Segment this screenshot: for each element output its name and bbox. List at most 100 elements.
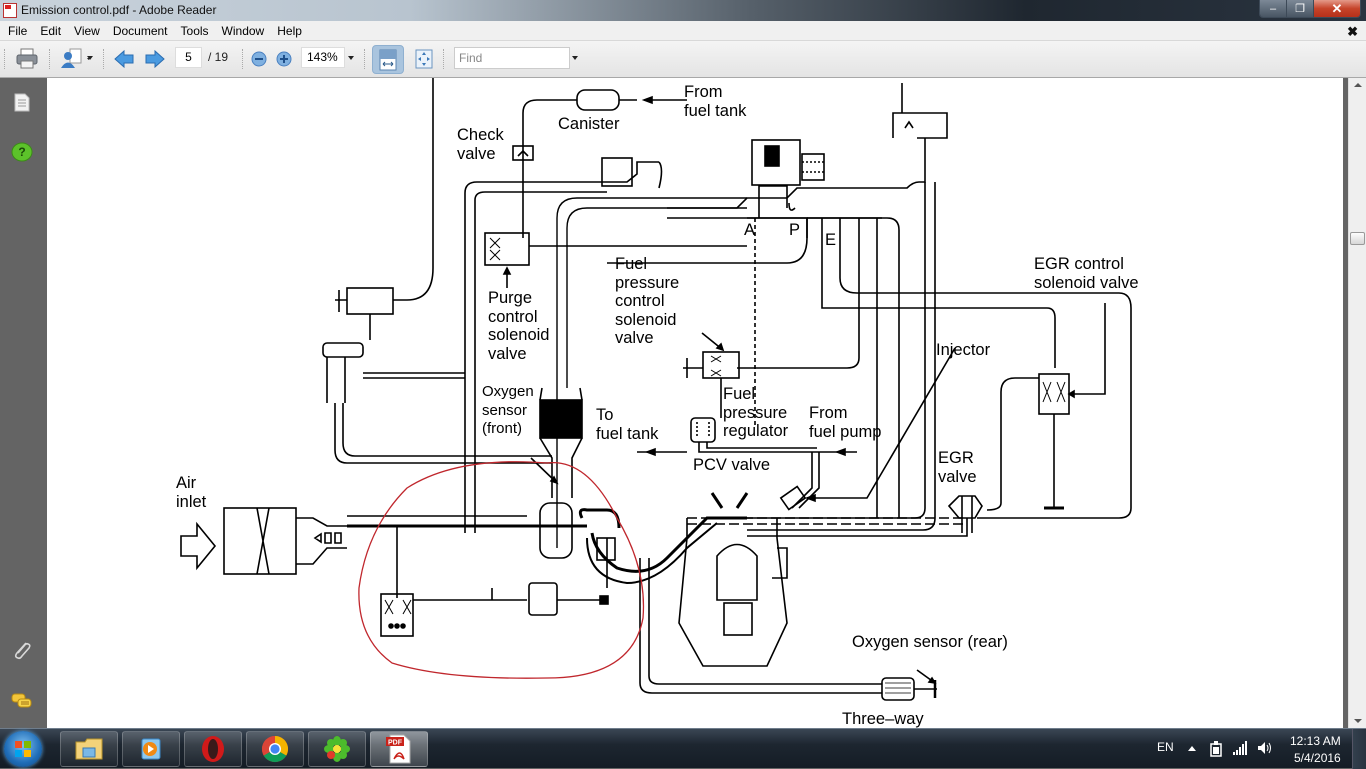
show-desktop-button[interactable] xyxy=(1352,729,1366,769)
next-page-button[interactable] xyxy=(143,47,167,71)
help-icon: ? xyxy=(11,142,33,162)
comments-icon xyxy=(11,693,32,708)
toolbar-grip xyxy=(4,49,6,69)
toolbar-separator xyxy=(103,49,105,69)
emission-control-diagram xyxy=(180,78,1132,701)
zoom-out-icon xyxy=(251,51,267,67)
label-oxygen-sensor-front: Oxygen sensor (front) xyxy=(482,383,534,437)
label-air-inlet: Air inlet xyxy=(176,474,207,511)
clock-time[interactable]: 12:13 AM xyxy=(1290,734,1341,748)
zoom-in-button[interactable] xyxy=(275,47,293,71)
vertical-scrollbar[interactable] xyxy=(1348,78,1366,728)
previous-page-button[interactable] xyxy=(112,47,136,71)
attachments-button[interactable] xyxy=(11,639,33,661)
toolbar-separator xyxy=(364,49,366,69)
title-bar: Emission control.pdf - Adobe Reader – ❐ … xyxy=(0,0,1366,21)
svg-text:?: ? xyxy=(18,145,25,159)
toolbar-separator xyxy=(242,49,244,69)
close-button[interactable]: ✕ xyxy=(1314,0,1360,17)
taskbar-opera[interactable] xyxy=(184,731,242,767)
close-document-button[interactable]: ✖ xyxy=(1347,24,1358,39)
label-pcv-valve: PCV valve xyxy=(693,456,771,474)
start-button[interactable] xyxy=(4,731,42,767)
next-page-icon xyxy=(145,49,165,69)
label-from-fuel-tank: From fuel tank xyxy=(684,83,747,120)
pages-icon xyxy=(14,93,30,112)
menu-edit[interactable]: Edit xyxy=(40,23,62,38)
label-port-e: E xyxy=(825,231,837,249)
zoom-in-icon xyxy=(276,51,292,67)
zoom-out-button[interactable] xyxy=(250,47,268,71)
language-indicator[interactable]: EN xyxy=(1157,740,1174,754)
menu-window[interactable]: Window xyxy=(221,23,265,38)
fit-width-icon xyxy=(379,49,397,70)
scroll-up-icon[interactable] xyxy=(1354,83,1362,87)
print-icon xyxy=(16,48,38,69)
fit-width-button[interactable] xyxy=(372,45,404,74)
minimize-button[interactable]: – xyxy=(1260,0,1287,17)
restore-button[interactable]: ❐ xyxy=(1287,0,1314,17)
menu-help[interactable]: Help xyxy=(277,23,302,38)
label-injector: Injector xyxy=(936,341,991,359)
clock-date[interactable]: 5/4/2016 xyxy=(1294,751,1341,765)
network-signal-icon[interactable] xyxy=(1233,741,1247,755)
taskbar-chrome[interactable] xyxy=(246,731,304,767)
toolbar xyxy=(0,41,1366,78)
volume-icon[interactable] xyxy=(1257,741,1273,755)
find-input[interactable]: Find xyxy=(454,47,570,69)
taskbar: PDF EN 12:13 AM 5/4/2016 xyxy=(0,728,1366,769)
pdf-page: From fuel tank Canister Check valve Purg… xyxy=(47,78,1343,728)
folder-icon xyxy=(75,738,103,760)
label-check-valve: Check valve xyxy=(457,126,504,163)
windows-logo-icon xyxy=(15,741,31,757)
comments-button[interactable] xyxy=(11,690,33,712)
menu-view[interactable]: View xyxy=(74,23,100,38)
label-purge-control-solenoid-valve: Purge control solenoid valve xyxy=(488,289,550,363)
chrome-icon xyxy=(261,735,289,763)
label-port-p: P xyxy=(789,221,801,239)
taskbar-media-player[interactable] xyxy=(122,731,180,767)
help-button[interactable]: ? xyxy=(11,141,33,163)
menu-document[interactable]: Document xyxy=(112,23,168,38)
icq-flower-icon xyxy=(324,736,350,762)
share-dropdown-icon[interactable] xyxy=(87,56,93,60)
svg-text:PDF: PDF xyxy=(388,740,403,747)
opera-icon xyxy=(202,736,224,762)
label-egr-valve: EGR valve xyxy=(938,449,977,486)
toolbar-separator xyxy=(443,49,445,69)
zoom-level-input[interactable]: 143% xyxy=(301,47,345,68)
adobe-pdf-icon: PDF xyxy=(386,734,411,764)
scroll-down-icon[interactable] xyxy=(1354,719,1362,723)
page-number-input[interactable]: 5 xyxy=(175,47,202,68)
full-screen-icon xyxy=(415,49,433,69)
find-dropdown-icon[interactable] xyxy=(572,56,578,60)
label-three-way: Three–way xyxy=(842,710,924,728)
label-fuel-pressure-regulator: Fuel pressure regulator xyxy=(723,385,789,440)
previous-page-icon xyxy=(114,49,134,69)
pages-button[interactable] xyxy=(11,91,33,113)
window-controls: – ❐ ✕ xyxy=(1259,0,1361,18)
attachments-icon xyxy=(14,642,31,660)
toolbar-separator xyxy=(49,49,51,69)
show-hidden-icons-icon[interactable] xyxy=(1188,745,1196,751)
label-port-a: A xyxy=(744,221,756,239)
page-total-label: / 19 xyxy=(208,50,229,64)
taskbar-adobe-reader[interactable]: PDF xyxy=(370,731,428,767)
power-icon[interactable] xyxy=(1210,741,1222,757)
label-oxygen-sensor-rear: Oxygen sensor (rear) xyxy=(852,633,1008,651)
window-title: Emission control.pdf - Adobe Reader xyxy=(21,3,217,17)
full-screen-button[interactable] xyxy=(413,47,435,71)
print-button[interactable] xyxy=(13,47,41,71)
label-from-fuel-pump: From fuel pump xyxy=(809,404,882,441)
zoom-dropdown-icon[interactable] xyxy=(348,56,354,60)
red-annotation-circle xyxy=(358,461,645,679)
menu-bar: File Edit View Document Tools Window Hel… xyxy=(0,21,1366,41)
taskbar-windows-explorer[interactable] xyxy=(60,731,118,767)
taskbar-icq[interactable] xyxy=(308,731,366,767)
media-player-icon xyxy=(141,738,161,760)
menu-file[interactable]: File xyxy=(8,23,28,38)
label-to-fuel-tank: To fuel tank xyxy=(596,406,659,443)
label-egr-control-solenoid-valve: EGR control solenoid valve xyxy=(1034,255,1139,292)
menu-tools[interactable]: Tools xyxy=(180,23,209,38)
scroll-thumb[interactable] xyxy=(1350,232,1365,245)
